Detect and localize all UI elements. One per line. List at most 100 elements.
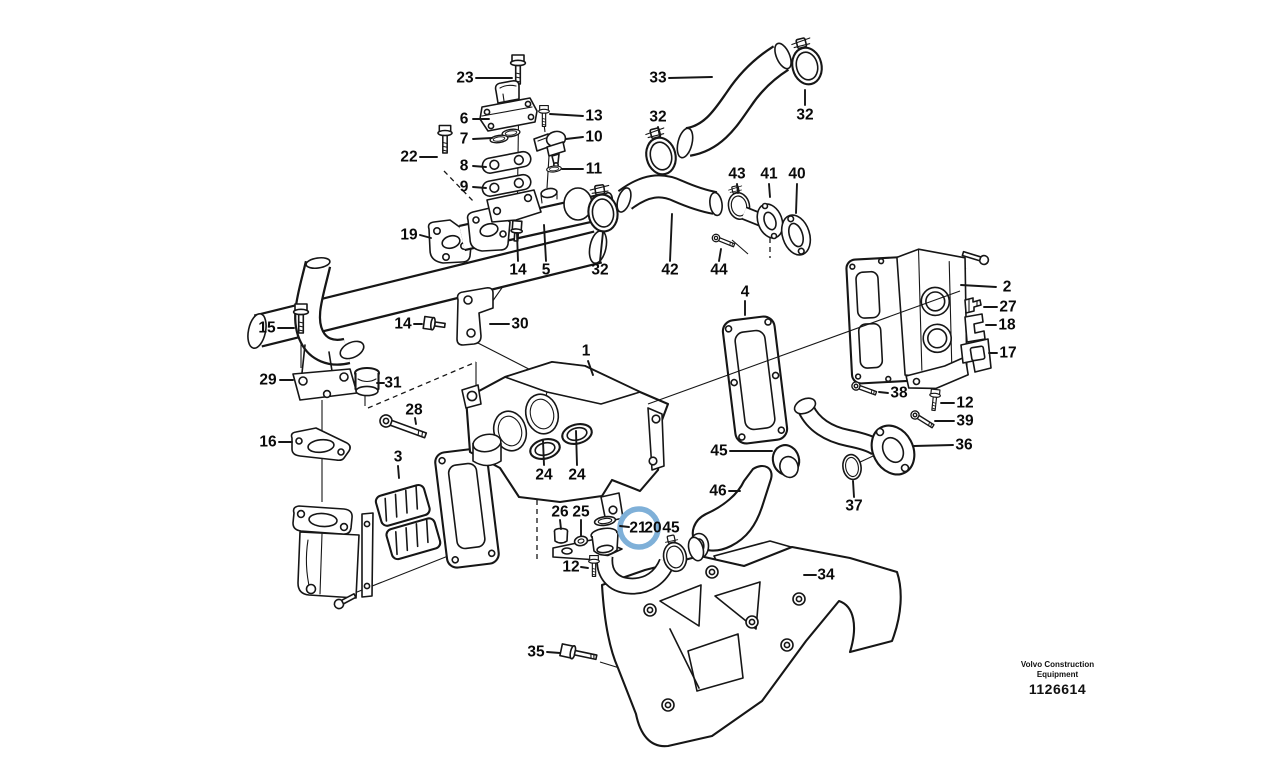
oring-21	[593, 514, 617, 528]
callout-3: 3	[394, 449, 403, 466]
callout-leader-24	[542, 440, 545, 466]
egr-pipe-5	[459, 187, 614, 252]
callout-45: 45	[710, 443, 728, 460]
callout-leader-26	[559, 519, 562, 530]
callout-leader-40	[795, 183, 798, 214]
gasket-8	[481, 150, 532, 174]
rubber-sleeve-31	[353, 366, 381, 397]
callout-25: 25	[572, 504, 590, 521]
callout-1: 1	[582, 343, 591, 360]
bolt-39	[908, 408, 936, 431]
seal-45a	[771, 444, 801, 479]
bracket-30	[456, 287, 494, 346]
bolt-35	[559, 643, 598, 661]
clip-27	[964, 297, 982, 314]
part-number: 1126614	[1028, 681, 1087, 697]
callout-leader-13	[549, 113, 584, 117]
callout-14: 14	[509, 262, 527, 279]
callout-40: 40	[788, 166, 805, 183]
callout-leader-10	[565, 136, 584, 140]
callout-19: 19	[400, 227, 418, 244]
callout-30: 30	[511, 316, 528, 333]
callout-44: 44	[710, 262, 728, 279]
gasket-9	[481, 173, 532, 197]
callout-leader-41	[768, 183, 771, 198]
gasket-40	[780, 214, 812, 256]
callout-36: 36	[955, 437, 973, 454]
title-block: Volvo Construction Equipment 1126614	[985, 660, 1130, 697]
washer-25	[573, 535, 589, 547]
callout-leader-12	[580, 566, 589, 569]
support-arm-46	[688, 465, 799, 567]
highlight-layer	[617, 506, 661, 550]
clamp-32c	[785, 34, 827, 89]
callout-leader-1	[587, 360, 594, 376]
callout-leader-19	[419, 234, 432, 239]
gasket-4	[721, 315, 789, 445]
callout-7: 7	[460, 131, 469, 148]
bolt-12b	[927, 388, 942, 412]
brand-name-line1: Volvo Construction	[1020, 660, 1095, 669]
callout-21: 21	[629, 520, 647, 537]
callout-34: 34	[817, 567, 835, 584]
grommet-7b	[488, 133, 510, 145]
callout-leader-21	[619, 525, 630, 528]
bracket-17	[960, 338, 992, 373]
callout-6: 6	[460, 111, 469, 128]
callout-leader-3	[397, 465, 400, 479]
cooler-bolt	[961, 250, 990, 266]
callout-26: 26	[551, 504, 569, 521]
callout-24: 24	[568, 467, 586, 484]
water-elbow-36	[793, 397, 916, 476]
callout-2: 2	[1003, 279, 1012, 296]
callout-37: 37	[845, 498, 862, 515]
callout-23: 23	[456, 70, 474, 87]
bolt-23	[509, 54, 527, 85]
callout-20: 20	[644, 520, 661, 537]
bolt-28	[379, 414, 428, 439]
callout-leader-44	[718, 248, 722, 262]
callout-leader-9	[472, 186, 487, 189]
callout-13: 13	[585, 108, 603, 125]
callout-leader-32	[657, 126, 661, 138]
egr-valve-housing	[292, 505, 374, 610]
callout-43: 43	[728, 166, 746, 183]
valve-6	[479, 80, 538, 132]
callout-33: 33	[649, 70, 667, 87]
bolt-22	[437, 124, 453, 154]
callout-45: 45	[662, 520, 680, 537]
sensor-10	[533, 130, 567, 169]
callout-16: 16	[259, 434, 277, 451]
callout-9: 9	[460, 179, 469, 196]
bolt-14-left	[422, 315, 446, 331]
callout-15: 15	[258, 320, 276, 337]
callout-leader-38	[878, 391, 889, 394]
highlight-circle	[617, 506, 661, 550]
cap-elbow-assembly	[590, 514, 705, 595]
callout-14: 14	[394, 316, 412, 333]
callout-29: 29	[259, 372, 277, 389]
callout-leader-42	[669, 213, 673, 262]
heater-element-3	[374, 483, 442, 561]
callout-28: 28	[405, 402, 423, 419]
callout-leader-36	[913, 444, 954, 447]
callout-leader-33	[668, 76, 713, 79]
callout-18: 18	[998, 317, 1016, 334]
callout-41: 41	[760, 166, 778, 183]
callout-leader-35	[546, 651, 561, 654]
callout-24: 24	[535, 467, 553, 484]
callout-39: 39	[956, 413, 974, 430]
callout-leader-5	[543, 224, 547, 262]
callout-leader-43	[736, 183, 739, 194]
callout-12: 12	[956, 395, 973, 412]
callout-17: 17	[999, 345, 1016, 362]
gasket-16	[290, 427, 351, 462]
elbow-pipe-29	[292, 256, 365, 401]
callout-leader-24	[575, 430, 578, 466]
bracket-34	[600, 545, 902, 748]
callout-5: 5	[542, 262, 551, 279]
callout-27: 27	[999, 299, 1016, 316]
manifold-end-frame	[434, 447, 500, 569]
